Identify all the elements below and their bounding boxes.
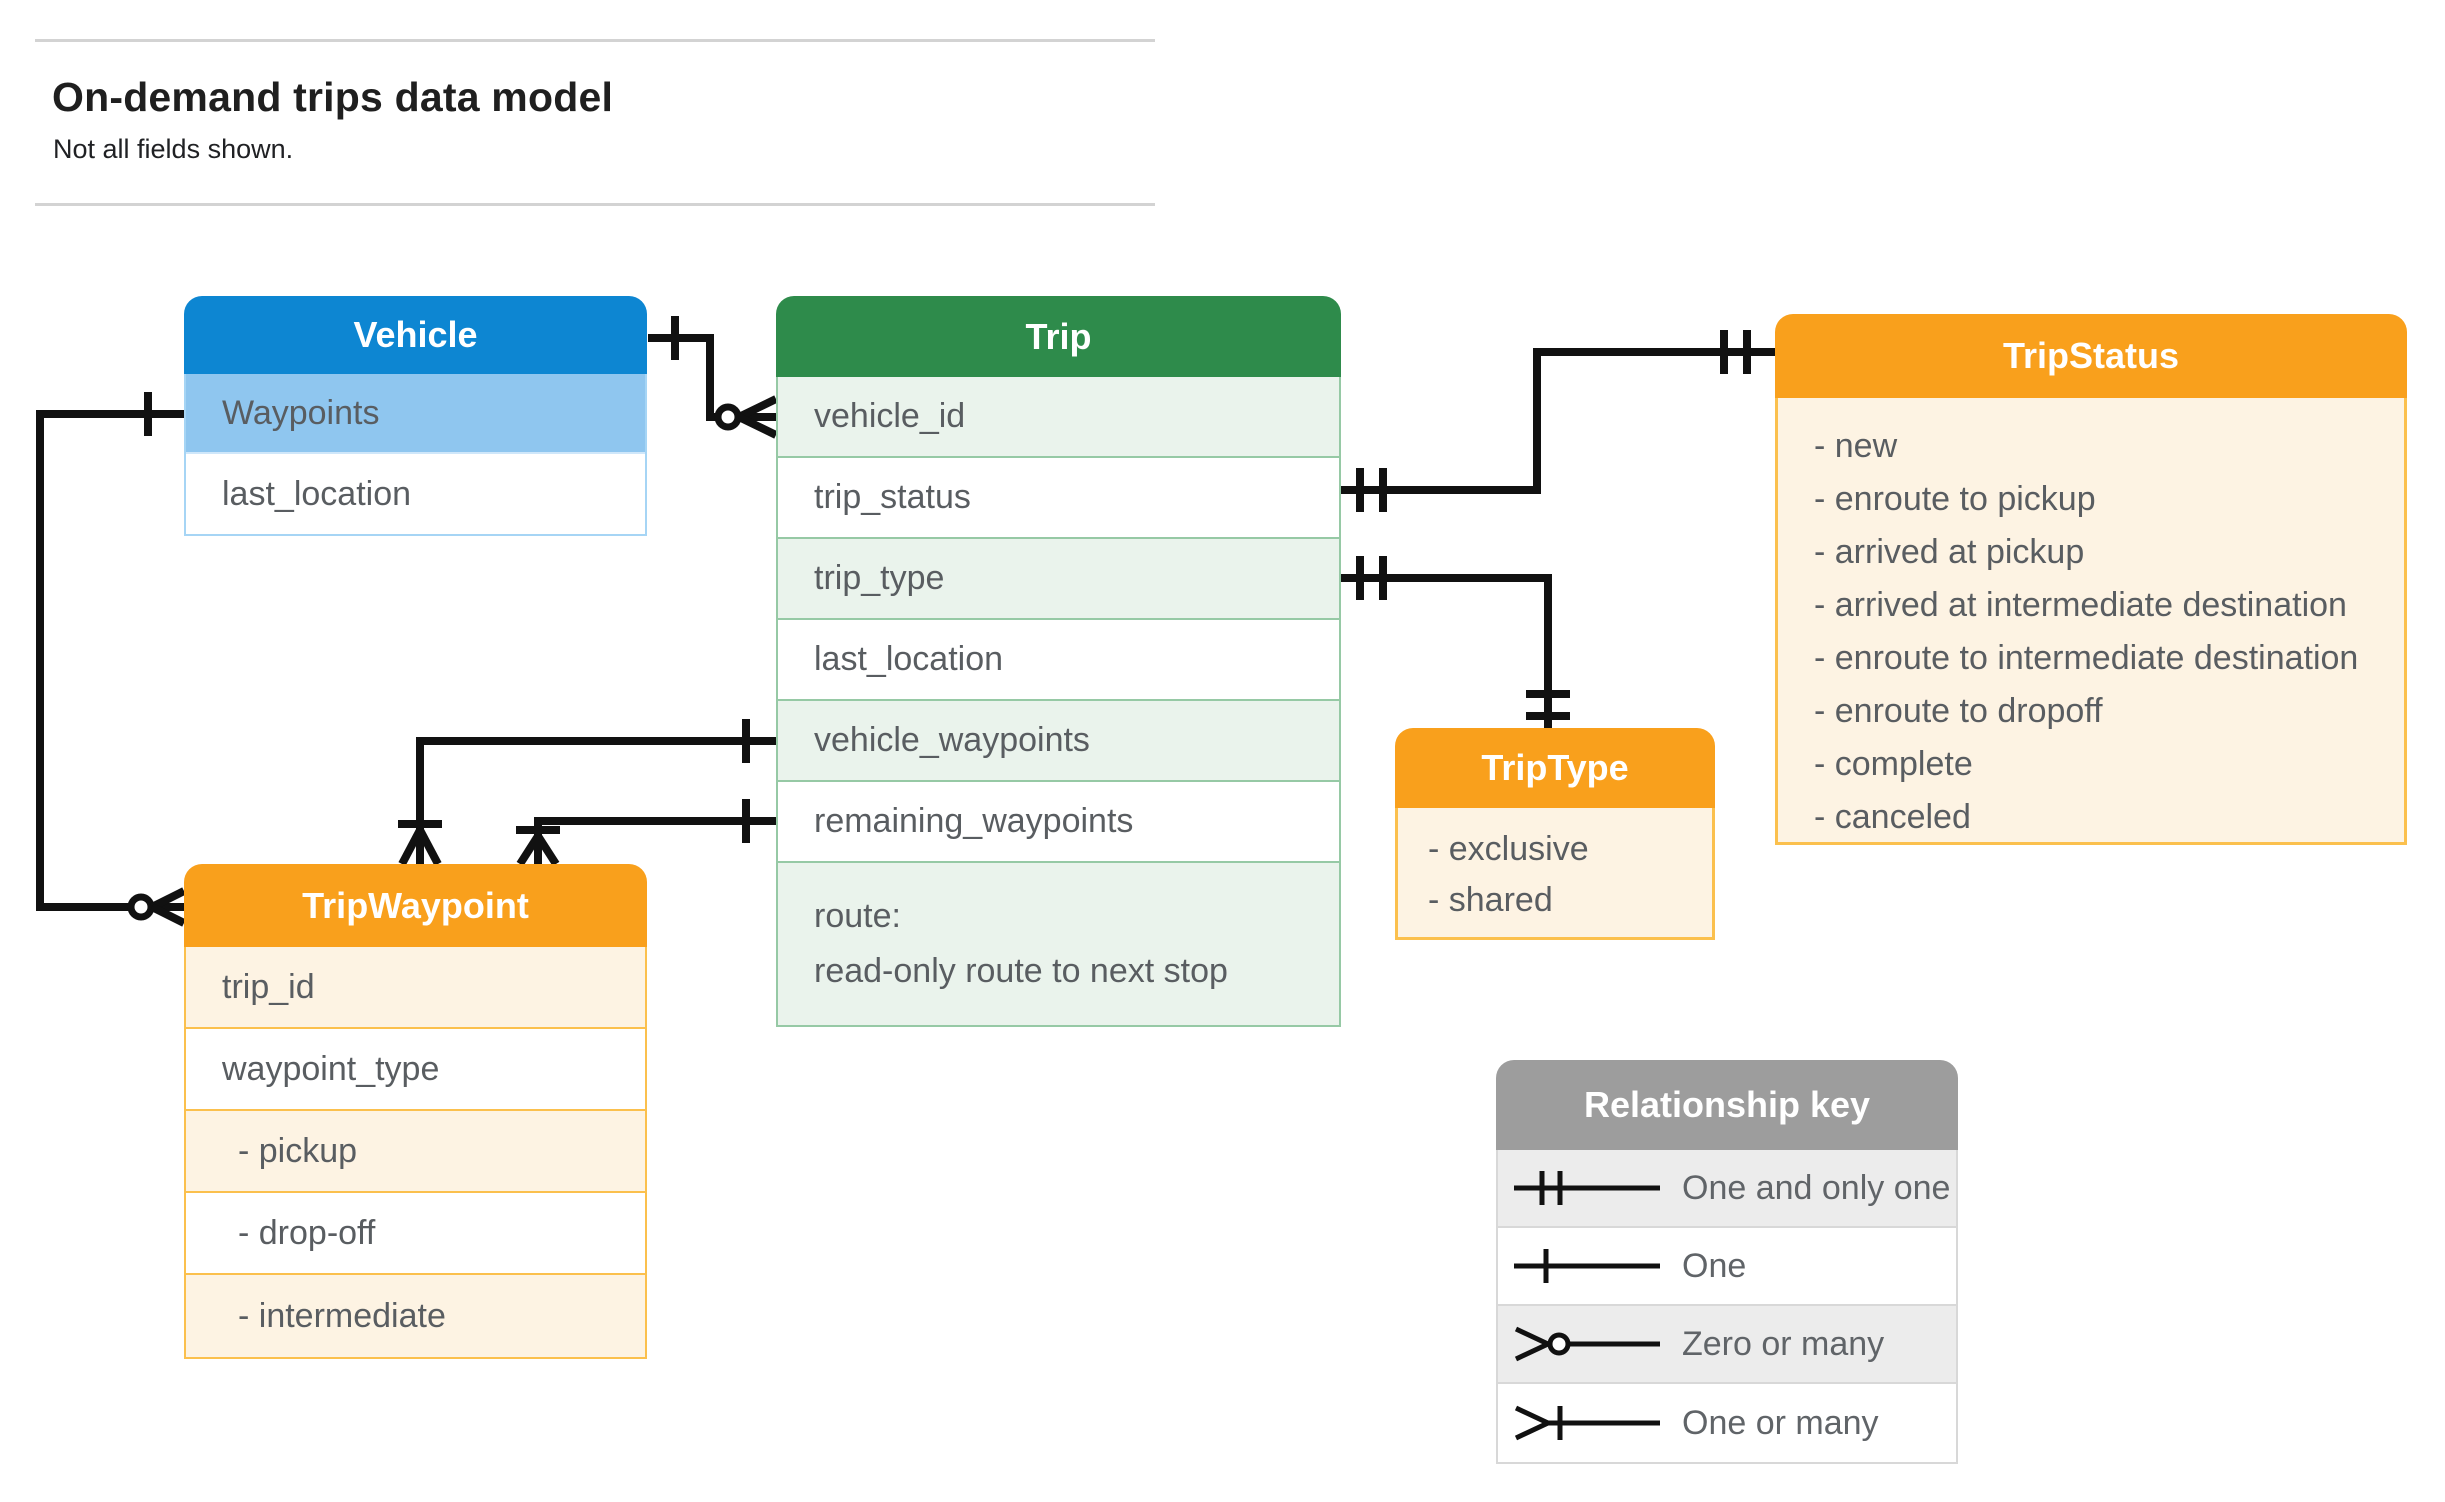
enum-value: - complete (1814, 745, 1973, 783)
legend-label: One or many (1682, 1403, 1879, 1442)
crow-foot-icon (737, 395, 778, 439)
legend-label: Zero or many (1682, 1324, 1885, 1363)
field-row-trip-id: trip_id (186, 947, 645, 1029)
enum-row-pickup: - pickup (186, 1111, 645, 1193)
page-title: On-demand trips data model (52, 74, 614, 120)
connector-vehicle-to-tripwaypoint (36, 392, 186, 927)
top-divider (35, 39, 1155, 42)
entity-tripwaypoint-header: TripWaypoint (184, 864, 647, 947)
entity-tripstatus: TripStatus - new - enroute to pickup - a… (1775, 314, 2407, 845)
zero-circle-icon (714, 403, 742, 431)
field-label: last_location (814, 640, 1004, 678)
enum-value: - enroute to intermediate destination (1814, 639, 2359, 677)
entity-vehicle: Vehicle Waypoints last_location (184, 296, 647, 536)
field-label: remaining_waypoints (814, 802, 1134, 840)
field-description: read-only route to next stop (814, 952, 1228, 990)
zero-or-many-icon (1514, 1326, 1660, 1362)
page-subtitle: Not all fields shown. (53, 134, 294, 164)
enum-value: - enroute to dropoff (1814, 692, 2103, 730)
legend-label: One and only one (1682, 1168, 1951, 1207)
entity-triptype-body: - exclusive - shared (1395, 808, 1715, 940)
entity-triptype: TripType - exclusive - shared (1395, 728, 1715, 940)
zero-circle-icon (127, 893, 155, 921)
crow-foot-icon (398, 828, 442, 866)
relationship-key-title: Relationship key (1583, 1084, 1871, 1125)
field-row-route: route: read-only route to next stop (778, 863, 1339, 1025)
enum-value: - shared (1428, 881, 1553, 919)
one-icon (1514, 1249, 1660, 1283)
field-label: route: (814, 897, 901, 935)
field-label: vehicle_waypoints (814, 721, 1090, 759)
field-row-vehicle-waypoints: vehicle_waypoints (778, 701, 1339, 782)
entity-tripstatus-body: - new - enroute to pickup - arrived at p… (1775, 398, 2407, 845)
entity-vehicle-title: Vehicle (353, 314, 478, 355)
one-or-many-icon (1514, 1405, 1660, 1441)
enum-value: - arrived at pickup (1814, 533, 2085, 571)
field-label: last_location (222, 474, 412, 513)
connector-trip-vehicle-waypoints-to-tripwaypoint (398, 719, 776, 866)
enum-row-intermediate: - intermediate (186, 1275, 645, 1357)
entity-tripstatus-title: TripStatus (2002, 335, 2180, 376)
field-label: vehicle_id (814, 397, 966, 435)
entity-trip-header: Trip (776, 296, 1341, 377)
field-label: trip_status (814, 478, 971, 516)
enum-value: - enroute to pickup (1814, 480, 2096, 518)
field-row-trip-status: trip_status (778, 458, 1339, 539)
enum-value: - drop-off (238, 1213, 376, 1252)
relationship-key-body: One and only one One Zero or many (1496, 1150, 1958, 1464)
enum-value: - intermediate (238, 1296, 446, 1335)
entity-triptype-title: TripType (1481, 747, 1629, 788)
relationship-key-header: Relationship key (1496, 1060, 1958, 1150)
connector-vehicle-to-trip (648, 316, 778, 439)
enum-value: - pickup (238, 1131, 358, 1170)
relationship-key: Relationship key One and only one One (1496, 1060, 1958, 1464)
crow-foot-icon (150, 887, 186, 927)
one-and-only-one-icon (1514, 1171, 1660, 1205)
crow-foot-icon (516, 833, 560, 867)
field-label: waypoint_type (222, 1049, 440, 1088)
legend-row-one-and-only-one: One and only one (1498, 1150, 1956, 1228)
legend-label: One (1682, 1246, 1747, 1285)
field-row-waypoints: Waypoints (186, 374, 645, 454)
field-label: trip_id (222, 967, 315, 1006)
enum-row-drop-off: - drop-off (186, 1193, 645, 1275)
field-label: Waypoints (222, 393, 380, 432)
connector-trip-to-tripstatus (1341, 330, 1775, 512)
legend-row-one: One (1498, 1228, 1956, 1306)
legend-row-one-or-many: One or many (1498, 1384, 1956, 1462)
field-row-waypoint-type: waypoint_type (186, 1029, 645, 1111)
entity-tripwaypoint: TripWaypoint trip_id waypoint_type - pic… (184, 864, 647, 1359)
field-row-last-location: last_location (778, 620, 1339, 701)
connector-trip-remaining-waypoints-to-tripwaypoint (516, 799, 776, 867)
entity-vehicle-header: Vehicle (184, 296, 647, 374)
connector-trip-to-triptype (1341, 556, 1570, 728)
enum-value: - canceled (1814, 798, 1971, 836)
title-divider (35, 203, 1155, 206)
entity-vehicle-body: Waypoints last_location (184, 374, 647, 536)
field-row-last-location: last_location (186, 454, 645, 534)
enum-value: - new (1814, 427, 1898, 465)
legend-row-zero-or-many: Zero or many (1498, 1306, 1956, 1384)
entity-trip-body: vehicle_id trip_status trip_type last_lo… (776, 377, 1341, 1027)
entity-trip: Trip vehicle_id trip_status trip_type la… (776, 296, 1341, 1027)
entity-tripwaypoint-body: trip_id waypoint_type - pickup - drop-of… (184, 947, 647, 1359)
entity-triptype-header: TripType (1395, 728, 1715, 808)
field-label: trip_type (814, 559, 945, 597)
entity-tripwaypoint-title: TripWaypoint (302, 884, 529, 926)
field-row-vehicle-id: vehicle_id (778, 377, 1339, 458)
entity-tripstatus-header: TripStatus (1775, 314, 2407, 398)
field-row-remaining-waypoints: remaining_waypoints (778, 782, 1339, 863)
field-row-trip-type: trip_type (778, 539, 1339, 620)
enum-value: - arrived at intermediate destination (1814, 586, 2347, 624)
entity-trip-title: Trip (1025, 315, 1092, 357)
enum-value: - exclusive (1428, 830, 1589, 868)
